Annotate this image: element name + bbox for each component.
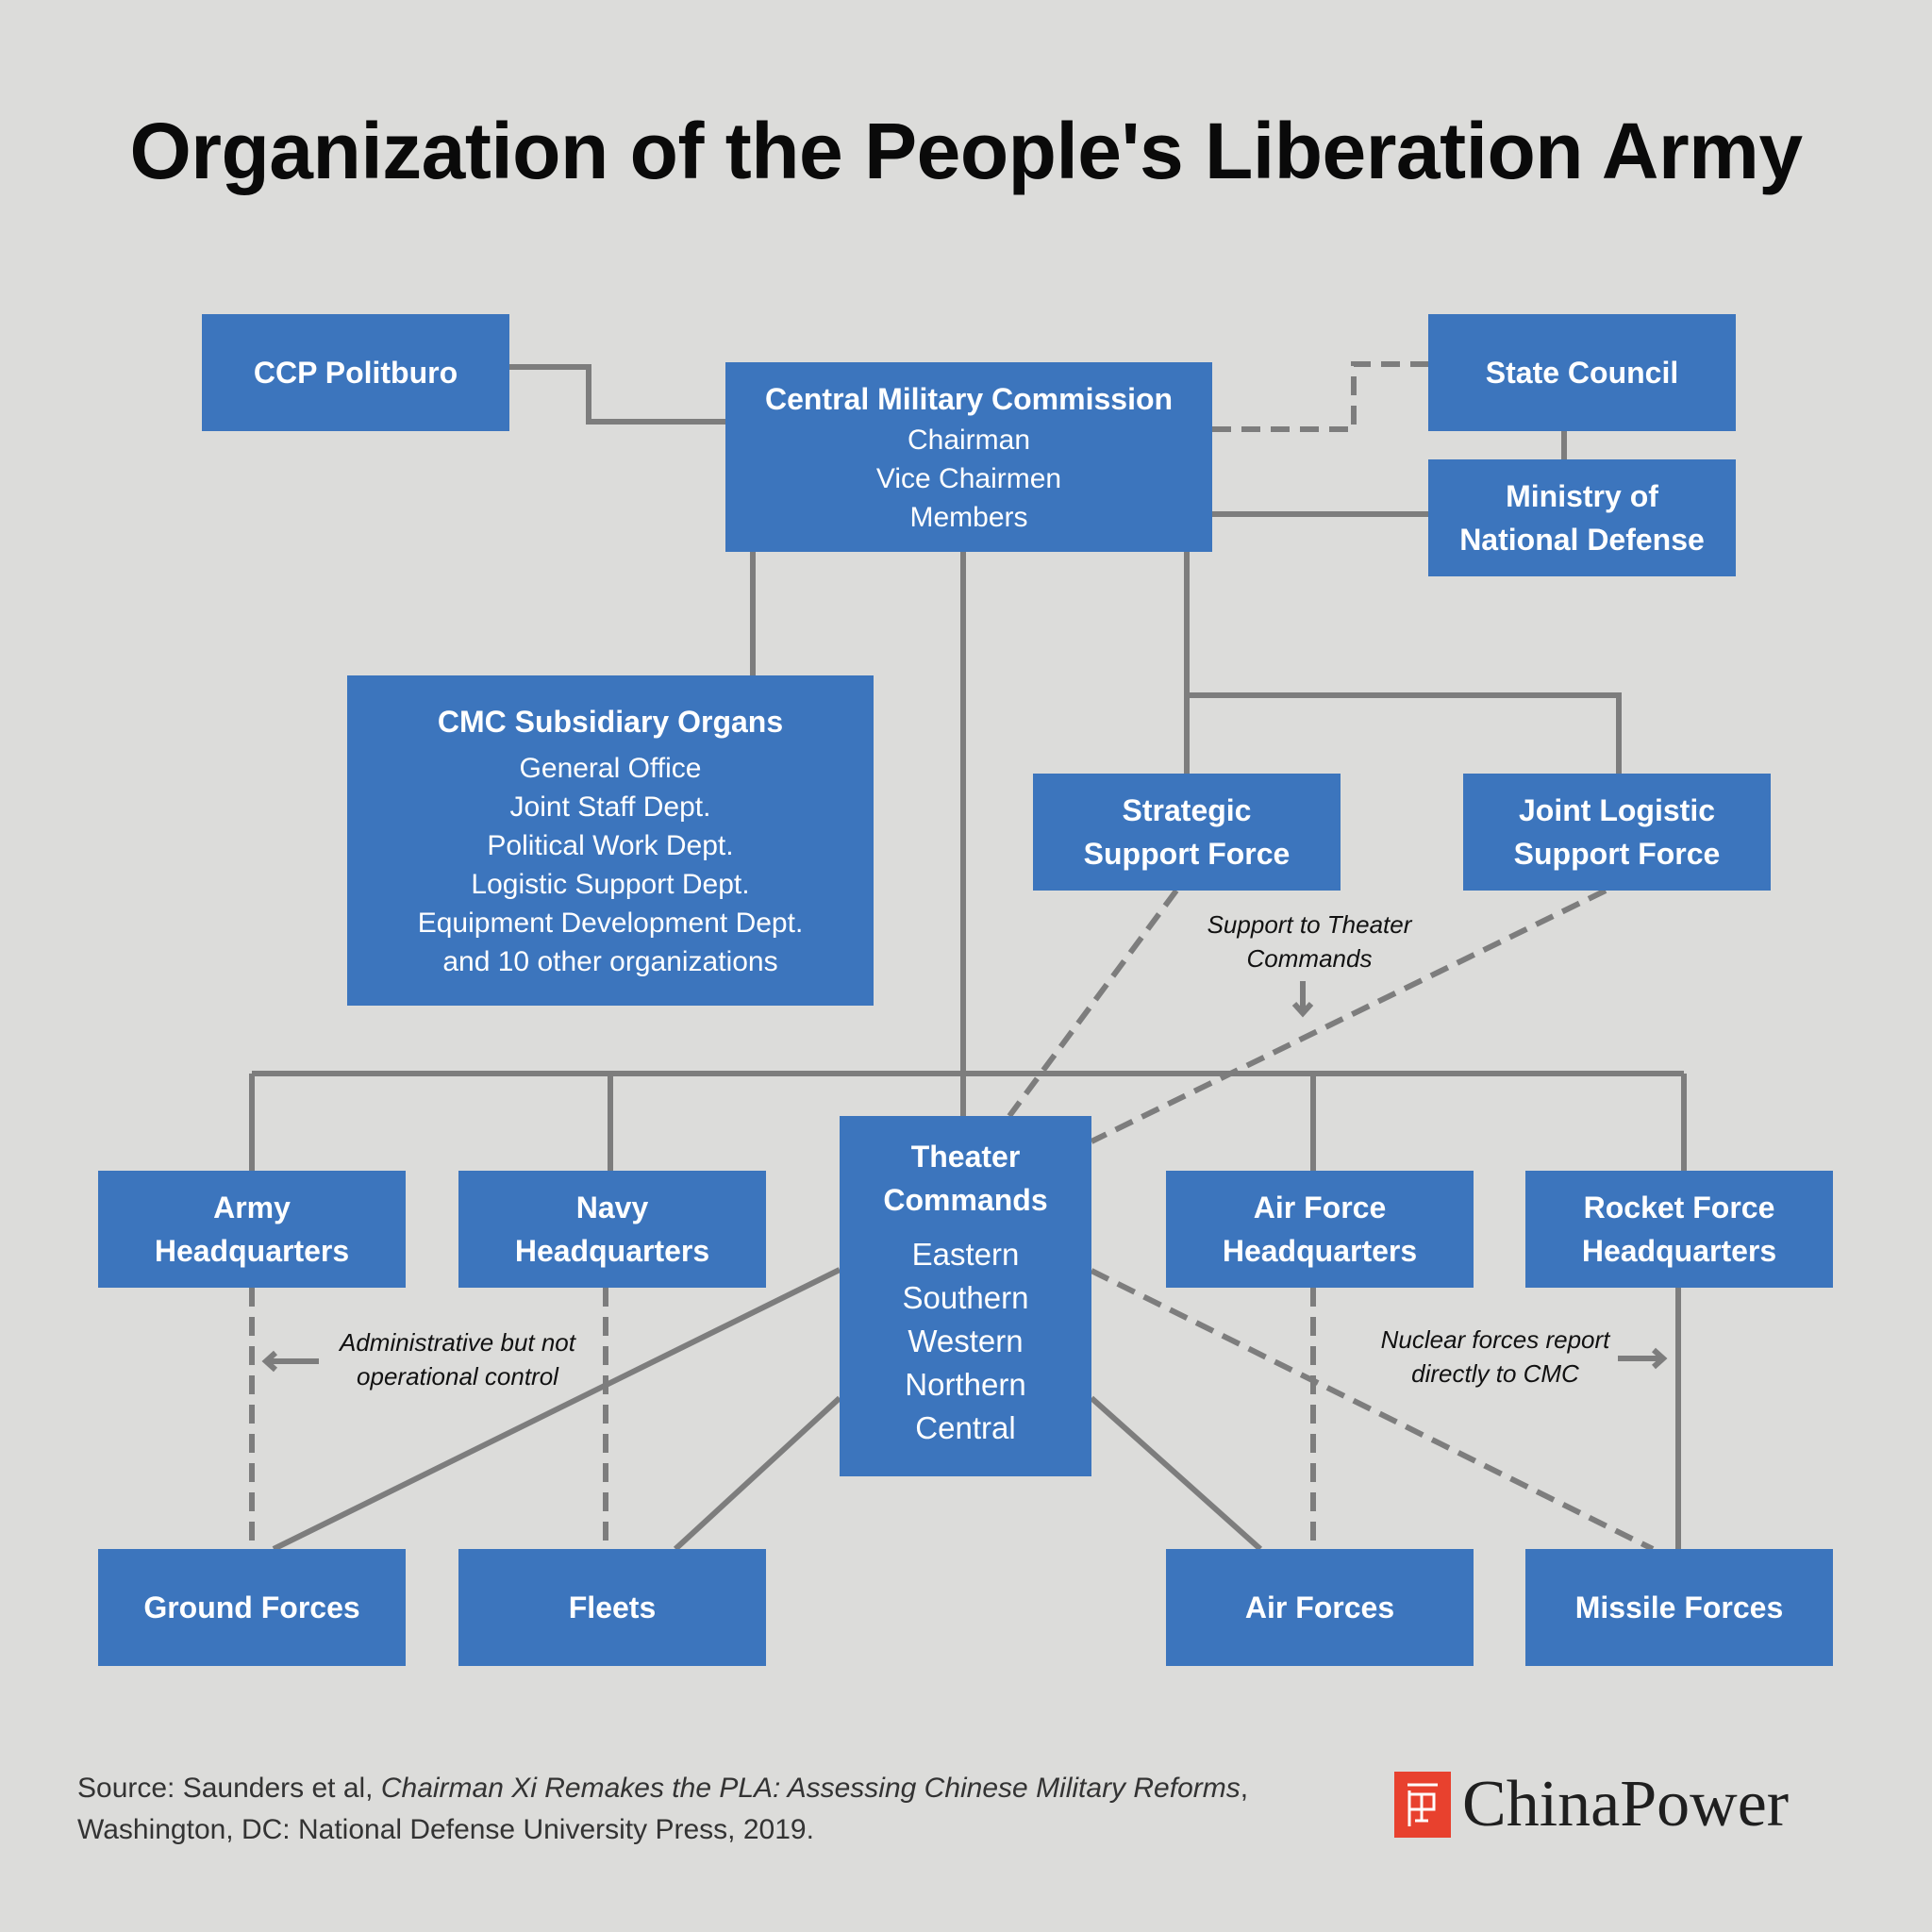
ssf-label: Strategic — [1122, 793, 1252, 827]
missile-forces-label: Missile Forces — [1574, 1591, 1784, 1624]
cmc-line: Members — [909, 502, 1028, 533]
chart-title: Organization of the People's Liberation … — [129, 107, 1803, 195]
mnd-label: Ministry of — [1506, 479, 1658, 513]
dashed-theater-missile — [1090, 1268, 1655, 1552]
air-forces-label: Air Forces — [1244, 1591, 1395, 1624]
note-line: Commands — [1246, 944, 1373, 973]
subsidiary-line: Joint Staff Dept. — [509, 791, 711, 823]
missile-forces-box: Missile Forces — [1525, 1549, 1833, 1666]
theater-line: Northern — [905, 1367, 1026, 1402]
jlsf-label: Joint Logistic — [1519, 793, 1715, 827]
army-hq-label: Headquarters — [154, 1234, 350, 1268]
rocket-hq-box: Rocket Force Headquarters — [1525, 1171, 1833, 1288]
cmc-line: Vice Chairmen — [875, 463, 1062, 494]
ground-forces-box: Ground Forces — [98, 1549, 406, 1666]
line-theater-ground — [272, 1267, 841, 1552]
airforce-hq-label: Air Force — [1253, 1191, 1387, 1224]
subsidiary-line: Logistic Support Dept. — [471, 869, 750, 900]
note-nuclear-forces: Nuclear forces report directly to CMC — [1358, 1323, 1632, 1391]
chinapower-logo-icon — [1394, 1772, 1451, 1838]
theater-commands-box: Theater Commands Eastern Southern Wester… — [840, 1116, 1091, 1476]
army-hq-box: Army Headquarters — [98, 1171, 406, 1288]
cmc-box: Central Military Commission Chairman Vic… — [725, 362, 1212, 552]
air-forces-box: Air Forces — [1166, 1549, 1474, 1666]
rocket-hq-label: Rocket Force — [1583, 1191, 1775, 1224]
note-support-to-theater: Support to Theater Commands — [1168, 908, 1451, 975]
fleets-box: Fleets — [458, 1549, 766, 1666]
chinapower-logo: ChinaPower — [1394, 1772, 1789, 1838]
arrow-admin-head — [261, 1350, 278, 1373]
airforce-hq-box: Air Force Headquarters — [1166, 1171, 1474, 1288]
navy-hq-label: Navy — [575, 1191, 649, 1224]
arrow-support-head — [1291, 1001, 1314, 1018]
note-line: operational control — [357, 1362, 558, 1391]
rocket-hq-label: Headquarters — [1581, 1234, 1777, 1268]
navy-hq-box: Navy Headquarters — [458, 1171, 766, 1288]
subsidiary-line: and 10 other organizations — [442, 946, 778, 977]
state-council-label: State Council — [1485, 356, 1679, 390]
source-line-2: Washington, DC: National Defense Univers… — [77, 1814, 814, 1845]
theater-line: Central — [915, 1410, 1016, 1445]
dashed-jlsf-theater — [1090, 888, 1607, 1144]
line-politburo-cmc — [509, 364, 725, 425]
theater-line: Western — [908, 1324, 1024, 1358]
ssf-label: Support Force — [1083, 837, 1291, 871]
source-prefix: Source: Saunders et al, — [77, 1773, 381, 1804]
theater-title: Commands — [883, 1183, 1048, 1217]
cmc-line: Chairman — [907, 425, 1031, 456]
note-line: Support to Theater — [1207, 910, 1412, 939]
subsidiary-organs-box: CMC Subsidiary Organs General Office Joi… — [347, 675, 874, 1006]
note-line: directly to CMC — [1411, 1359, 1579, 1388]
source-citation: Source: Saunders et al, Chairman Xi Rema… — [77, 1768, 1341, 1851]
mnd-label: National Defense — [1459, 523, 1705, 557]
dashed-ssf-theater — [1007, 889, 1179, 1118]
subsidiary-line: Equipment Development Dept. — [417, 908, 804, 939]
ccp-politburo-label: CCP Politburo — [253, 356, 458, 390]
airforce-hq-label: Headquarters — [1222, 1234, 1418, 1268]
note-line: Administrative but not — [339, 1328, 575, 1357]
note-administrative: Administrative but not operational contr… — [316, 1325, 599, 1393]
theater-line: Southern — [902, 1280, 1029, 1315]
mnd-box: Ministry of National Defense — [1428, 459, 1736, 576]
subsidiary-line: General Office — [519, 753, 702, 784]
arrow-nuclear-head — [1651, 1347, 1668, 1370]
line-branch-jlsf — [1187, 692, 1622, 774]
jlsf-label: Support Force — [1513, 837, 1721, 871]
line-theater-fleets — [673, 1395, 842, 1552]
line-theater-airforces — [1090, 1395, 1262, 1552]
ground-forces-label: Ground Forces — [143, 1591, 360, 1624]
army-hq-label: Army — [213, 1191, 291, 1224]
source-line-1: Source: Saunders et al, Chairman Xi Rema… — [77, 1768, 1341, 1809]
subsidiary-line: Political Work Dept. — [487, 830, 734, 861]
jlsf-box: Joint Logistic Support Force — [1463, 774, 1771, 891]
note-line: Nuclear forces report — [1380, 1325, 1610, 1354]
state-council-box: State Council — [1428, 314, 1736, 431]
source-book-title: Chairman Xi Remakes the PLA: Assessing C… — [380, 1773, 1241, 1804]
navy-hq-label: Headquarters — [514, 1234, 710, 1268]
source-suffix: , — [1240, 1773, 1249, 1804]
chinapower-logo-text: ChinaPower — [1462, 1768, 1790, 1840]
dashed-cmc-statecouncil — [1212, 361, 1428, 432]
subsidiary-title: CMC Subsidiary Organs — [437, 705, 784, 739]
theater-line: Eastern — [911, 1237, 1020, 1272]
ssf-box: Strategic Support Force — [1033, 774, 1341, 891]
cmc-title: Central Military Commission — [764, 382, 1174, 416]
theater-title: Theater — [910, 1140, 1021, 1174]
fleets-label: Fleets — [568, 1591, 657, 1624]
ccp-politburo-box: CCP Politburo — [202, 314, 509, 431]
